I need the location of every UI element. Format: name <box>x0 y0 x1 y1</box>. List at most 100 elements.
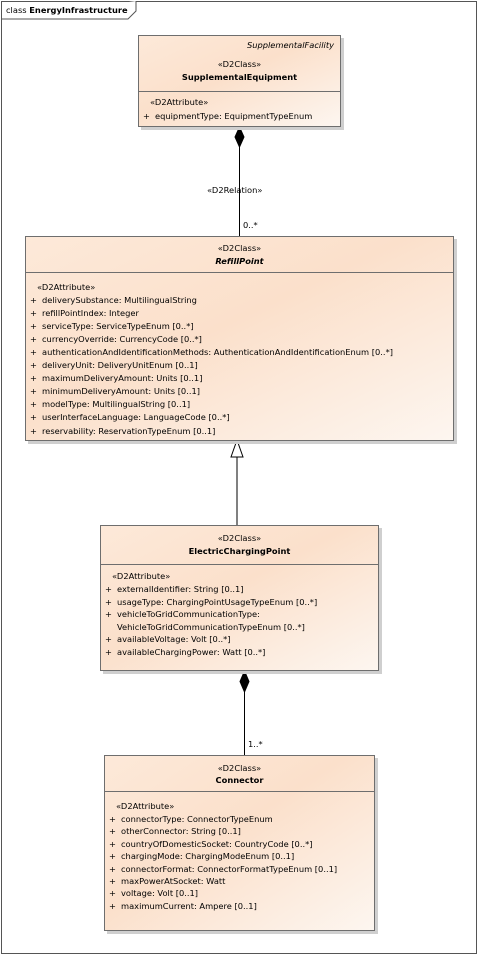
class-supplemental-equipment[interactable]: SupplementalFacility «D2Class» Supplemen… <box>138 35 341 127</box>
attribute-text: availableVoltage: Volt [0..*] <box>117 634 231 645</box>
class-stereotype: «D2Class» <box>217 59 262 69</box>
multiplicity-refill: 0..* <box>243 220 258 230</box>
attribute-row[interactable]: +deliverySubstance: MultilingualString <box>30 295 197 305</box>
attribute-text: currencyOverride: CurrencyCode [0..*] <box>42 334 202 345</box>
attribute-text: usageType: ChargingPointUsageTypeEnum [0… <box>117 596 318 607</box>
attribute-row[interactable]: + connectorType: ConnectorTypeEnum <box>109 814 273 824</box>
class-name: ElectricChargingPoint <box>188 546 291 556</box>
attribute-row[interactable]: + currencyOverride: CurrencyCode [0..*] <box>30 334 202 344</box>
attribute-row[interactable]: + modelType: MultilingualString [0..1] <box>30 399 190 409</box>
visibility-marker: + <box>105 634 112 645</box>
attribute-row[interactable]: + deliveryUnit: DeliveryUnitEnum [0..1] <box>30 360 198 370</box>
generalization-arrowhead <box>230 438 244 458</box>
class-connector[interactable]: «D2Class» Connector «D2Attribute» + conne… <box>104 755 375 931</box>
visibility-marker: + <box>30 412 37 423</box>
attribute-stereotype: «D2Attribute» <box>112 571 171 581</box>
attribute-text: VehicleToGridCommunicationTypeEnum [0..*… <box>117 621 305 632</box>
attribute-row[interactable]: + equipmentType: EquipmentTypeEnum <box>143 111 312 121</box>
attribute-text: vehicleToGridCommunicationType: <box>117 609 260 620</box>
attribute-row[interactable]: +voltage: Volt [0..1] <box>109 888 198 898</box>
class-header: «D2Class» Connector <box>105 756 374 792</box>
visibility-marker: + <box>109 876 116 886</box>
attribute-row[interactable]: + serviceType: ServiceTypeEnum [0..*] <box>30 321 194 331</box>
parent-class-label: SupplementalFacility <box>246 40 334 50</box>
attribute-stereotype: «D2Attribute» <box>116 801 175 811</box>
attribute-row[interactable]: + vehicleToGridCommunicationType: <box>105 609 260 619</box>
attribute-text: externalIdentifier: String [0..1] <box>117 584 244 594</box>
visibility-marker: + <box>105 596 112 607</box>
attribute-text: serviceType: ServiceTypeEnum [0..*] <box>42 321 194 332</box>
attribute-row[interactable]: + connectorFormat: ConnectorFormatTypeEnu… <box>109 864 337 874</box>
attribute-row[interactable]: +refillPointIndex: Integer <box>30 308 139 318</box>
attribute-row[interactable]: + otherConnector: String [0..1] <box>109 826 241 836</box>
visibility-marker: + <box>109 838 116 849</box>
attribute-text: maximumCurrent: Ampere [0..1] <box>121 900 257 911</box>
class-header: SupplementalFacility «D2Class» Supplemen… <box>139 36 340 92</box>
visibility-marker: + <box>109 814 116 824</box>
attribute-row[interactable]: + maxPowerAtSocket: Watt <box>109 876 225 886</box>
visibility-marker: + <box>109 900 116 911</box>
attribute-row[interactable]: + chargingMode: ChargingModeEnum [0..1] <box>109 851 294 861</box>
attribute-row[interactable]: + userInterfaceLanguage: LanguageCode [0.… <box>30 412 230 422</box>
attribute-text: deliveryUnit: DeliveryUnitEnum [0..1] <box>42 360 198 371</box>
attribute-text: minimumDeliveryAmount: Units [0..1] <box>42 386 201 397</box>
class-header: «D2Class» RefillPoint <box>26 237 453 273</box>
attribute-text: refillPointIndex: Integer <box>42 308 139 319</box>
visibility-marker: + <box>143 111 150 121</box>
attribute-row[interactable]: + externalIdentifier: String [0..1] <box>105 584 244 594</box>
attribute-text: otherConnector: String [0..1] <box>121 826 241 837</box>
frame-title-tab: class EnergyInfrastructure <box>1 1 137 20</box>
attribute-text: maximumDeliveryAmount: Units [0..1] <box>42 373 203 384</box>
frame-title-name: EnergyInfrastructure <box>29 5 128 15</box>
attribute-row[interactable]: + countryOfDomesticSocket: CountryCode [0… <box>109 839 313 849</box>
composition-diamond-electric <box>239 669 250 694</box>
frame-title: class EnergyInfrastructure <box>6 5 128 15</box>
class-header: «D2Class» ElectricChargingPoint <box>101 526 378 565</box>
attribute-text: maxPowerAtSocket: Watt <box>121 876 226 886</box>
attribute-row[interactable]: +maximumDeliveryAmount: Units [0..1] <box>30 373 202 383</box>
attribute-text: equipmentType: EquipmentTypeEnum <box>155 111 313 121</box>
visibility-marker: + <box>30 386 37 397</box>
visibility-marker: + <box>30 347 37 358</box>
attribute-text: connectorFormat: ConnectorFormatTypeEnum… <box>121 863 338 874</box>
attribute-row[interactable]: + minimumDeliveryAmount: Units [0..1] <box>30 386 200 396</box>
attribute-text: reservability: ReservationTypeEnum [0..1… <box>42 425 216 436</box>
visibility-marker: + <box>105 584 112 594</box>
visibility-marker: + <box>30 399 37 410</box>
attribute-row[interactable]: + maximumCurrent: Ampere [0..1] <box>109 901 257 911</box>
attribute-text: countryOfDomesticSocket: CountryCode [0.… <box>121 838 313 849</box>
class-refill-point[interactable]: «D2Class» RefillPoint «D2Attribute» +del… <box>25 236 454 441</box>
visibility-marker: + <box>30 360 37 371</box>
attribute-row[interactable]: + availableVoltage: Volt [0..*] <box>105 634 230 644</box>
attribute-row[interactable]: VehicleToGridCommunicationTypeEnum [0..*… <box>105 622 305 632</box>
visibility-marker: + <box>109 826 116 837</box>
attribute-text: userInterfaceLanguage: LanguageCode [0..… <box>42 412 230 423</box>
attribute-text: authenticationAndIdentificationMethods: … <box>42 347 393 358</box>
attribute-text: deliverySubstance: MultilingualString <box>42 295 197 305</box>
multiplicity-connector: 1..* <box>248 739 263 749</box>
class-stereotype: «D2Class» <box>217 763 262 773</box>
attribute-row[interactable]: + usageType: ChargingPointUsageTypeEnum [… <box>105 597 317 607</box>
visibility-marker: + <box>105 609 112 620</box>
attribute-stereotype: «D2Attribute» <box>37 282 96 292</box>
visibility-marker: + <box>109 851 116 862</box>
visibility-marker: + <box>30 321 37 332</box>
class-name: SupplementalEquipment <box>181 72 298 82</box>
composition-diamond-supplemental <box>234 125 245 149</box>
class-electric-charging-point[interactable]: «D2Class» ElectricChargingPoint «D2Attri… <box>100 525 379 671</box>
attribute-stereotype: «D2Attribute» <box>150 97 209 107</box>
attribute-text: chargingMode: ChargingModeEnum [0..1] <box>121 851 295 862</box>
visibility-marker: + <box>30 425 37 436</box>
class-stereotype: «D2Class» <box>217 533 262 543</box>
attribute-text: modelType: MultilingualString [0..1] <box>42 399 191 410</box>
visibility-marker: + <box>30 334 37 345</box>
visibility-marker: + <box>109 863 116 874</box>
attribute-row[interactable]: + authenticationAndIdentificationMethods:… <box>30 347 393 357</box>
frame-title-prefix: class <box>6 5 27 15</box>
attribute-row[interactable]: +availableChargingPower: Watt [0..*] <box>105 647 265 657</box>
attribute-text: connectorType: ConnectorTypeEnum <box>121 814 273 824</box>
attribute-text: voltage: Volt [0..1] <box>121 888 199 899</box>
class-name: RefillPoint <box>215 256 264 266</box>
attribute-row[interactable]: + reservability: ReservationTypeEnum [0..… <box>30 426 215 436</box>
